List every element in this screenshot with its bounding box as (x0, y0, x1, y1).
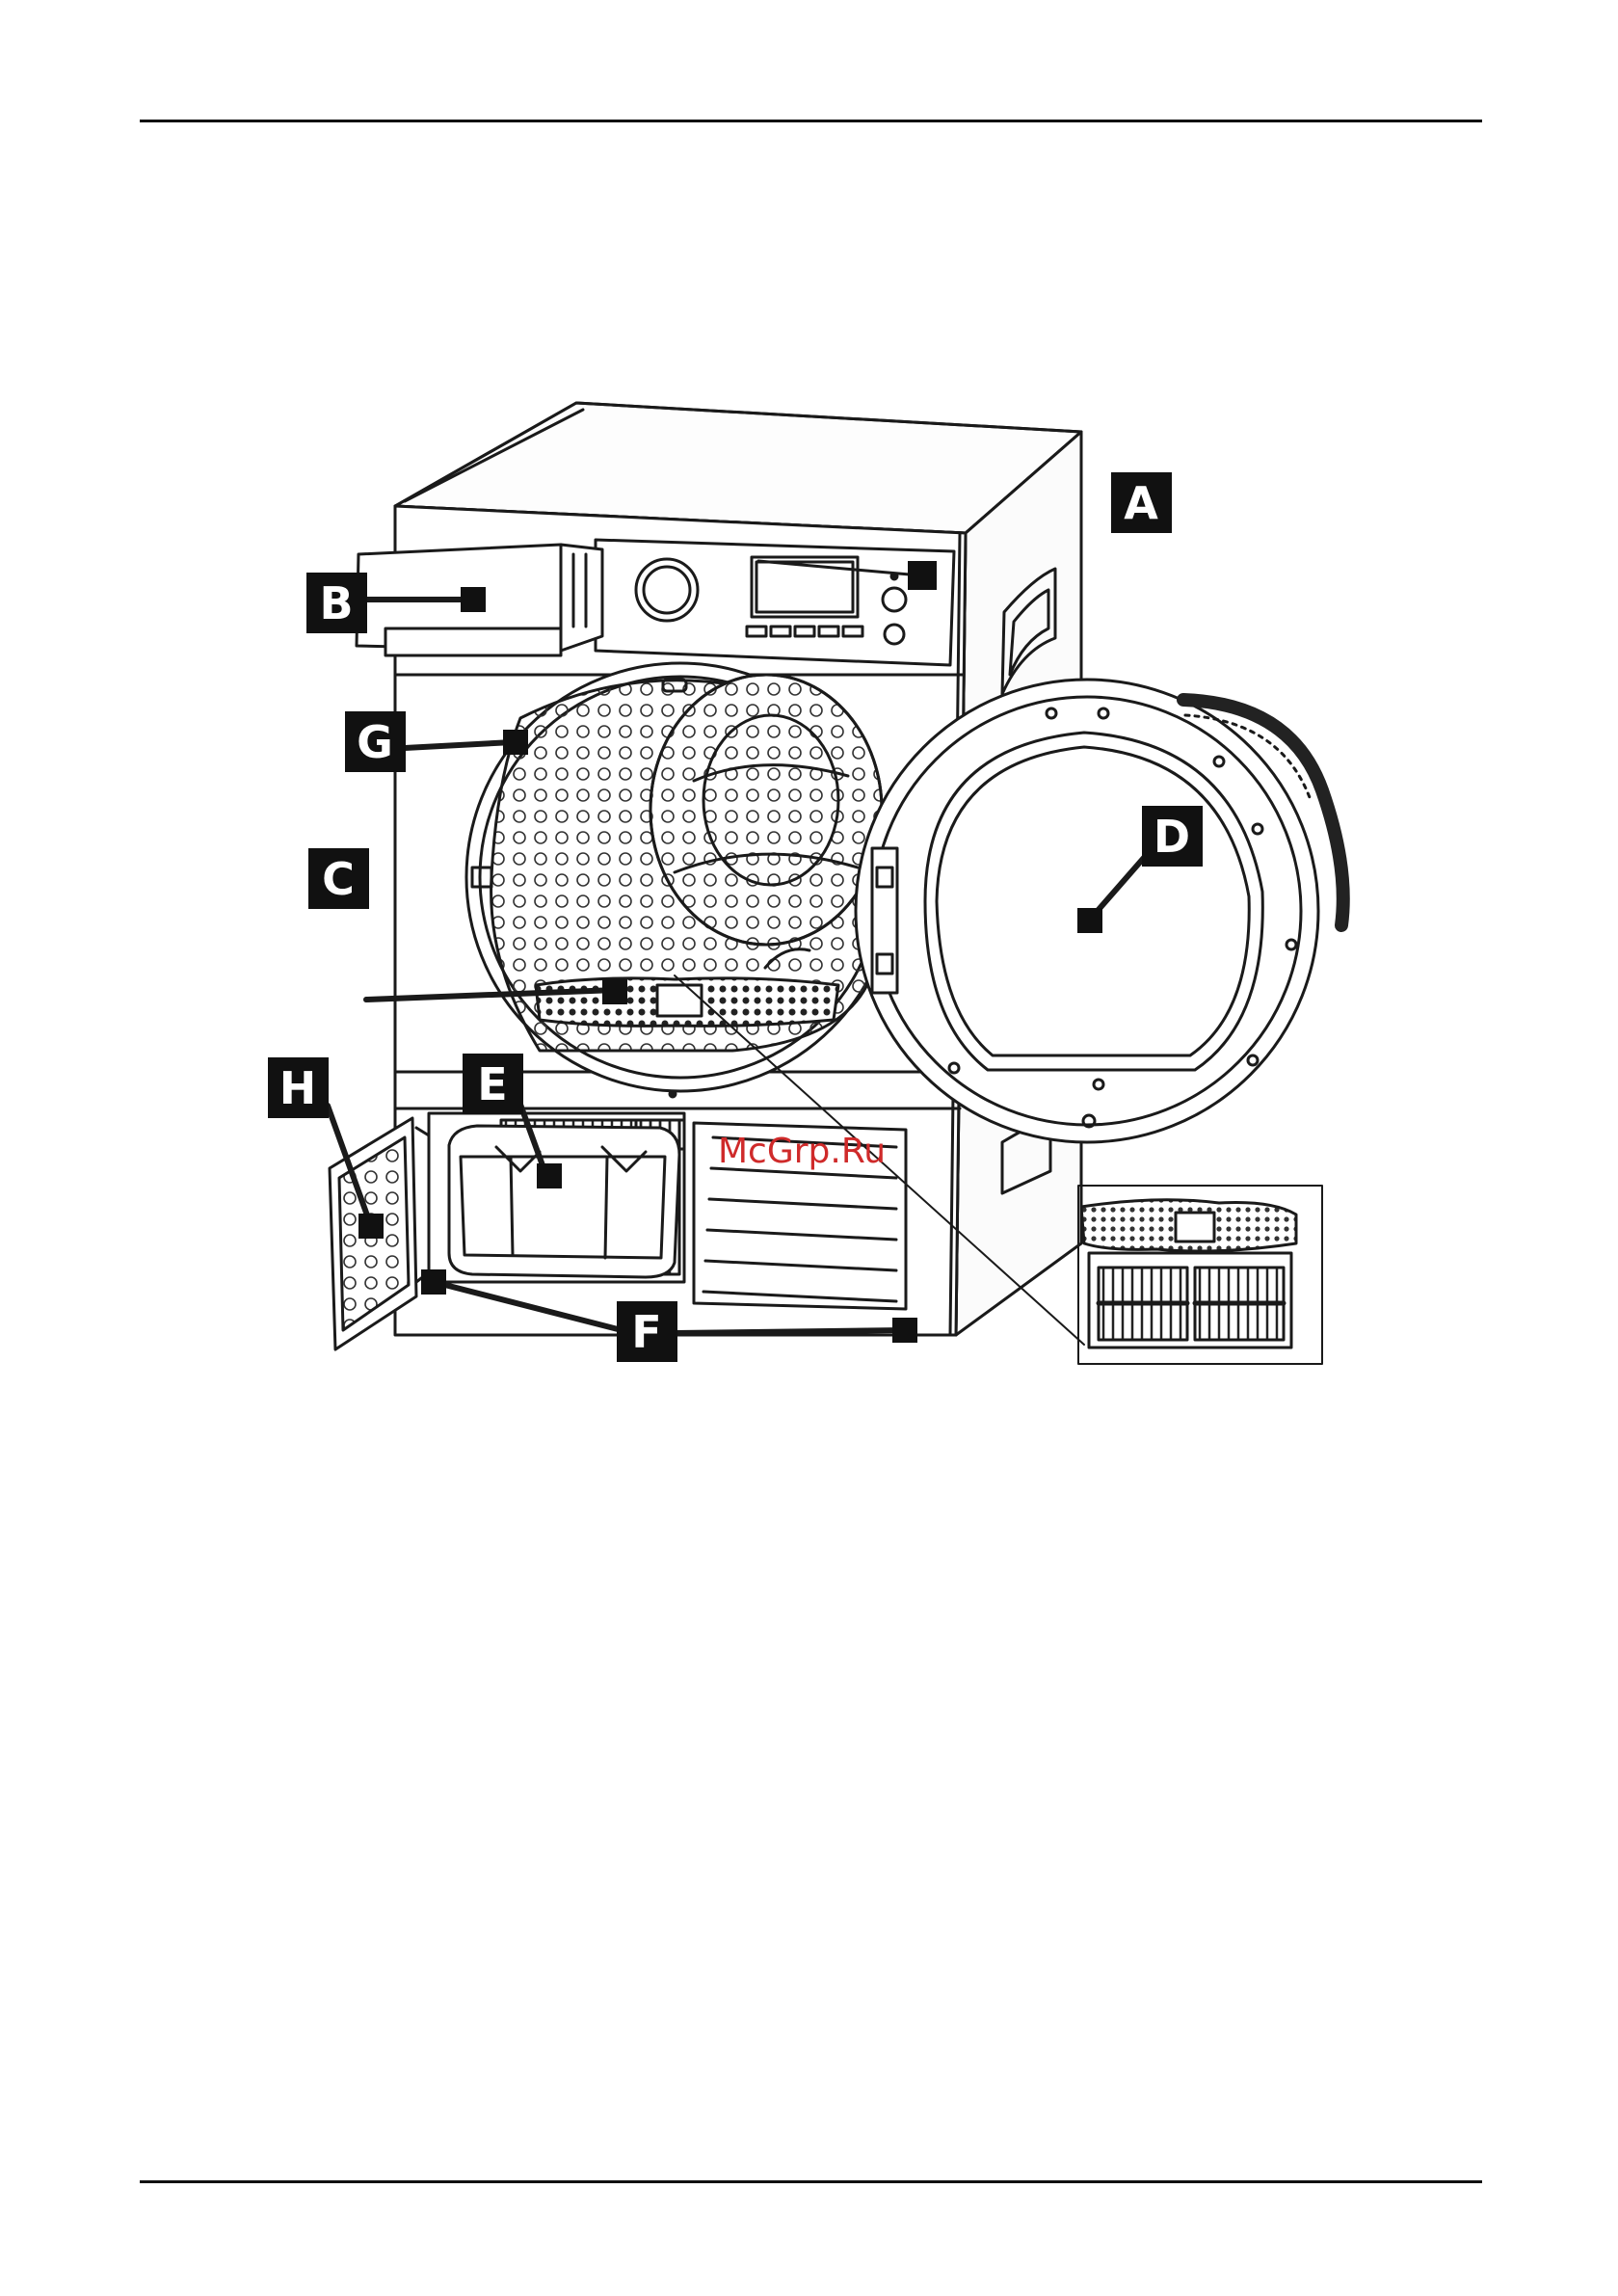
filter-inset (1078, 1186, 1322, 1364)
label-a: A (1124, 477, 1158, 529)
label-f: F (631, 1306, 661, 1358)
label-b: B (319, 577, 353, 629)
callout-H: H (268, 1057, 329, 1118)
callout-F: F (617, 1301, 677, 1362)
callout-G: G (345, 711, 406, 772)
label-c: C (322, 853, 355, 905)
label-g: G (357, 716, 393, 768)
callout-E: E (463, 1054, 523, 1114)
label-e: E (477, 1058, 507, 1110)
callout-D: D (1142, 806, 1203, 867)
drum (466, 663, 894, 1097)
callout-C: C (308, 848, 369, 909)
label-d: D (1154, 811, 1190, 863)
label-h: H (279, 1062, 317, 1114)
callout-A: A (1111, 472, 1172, 533)
condenser-unit (429, 1113, 684, 1282)
watermark: McGrp.Ru (718, 1132, 886, 1171)
callout-B: B (306, 573, 367, 633)
